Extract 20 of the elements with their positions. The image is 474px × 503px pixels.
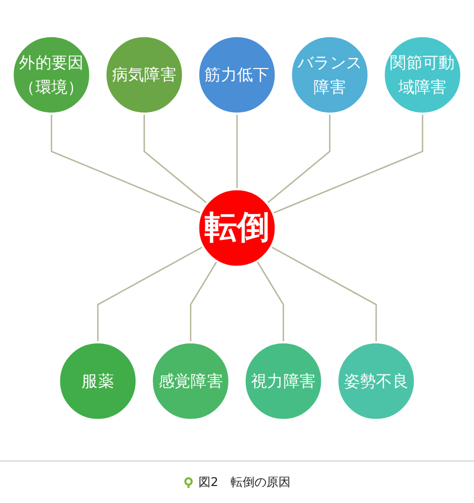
caption: 図2 転倒の原因 — [198, 474, 290, 491]
node-circle: 病気障害 — [104, 34, 184, 115]
node-circle: 筋力低下 — [197, 34, 277, 115]
connector — [272, 114, 424, 214]
connector — [97, 246, 204, 342]
node-circle: バランス障害 — [290, 34, 370, 115]
connector — [50, 114, 202, 214]
connector — [266, 114, 330, 204]
connector — [144, 114, 208, 204]
node-circle: 視力障害 — [243, 341, 324, 422]
connector — [190, 260, 218, 342]
node-circle: 外的要因（環境） — [12, 34, 92, 115]
connector — [256, 260, 284, 342]
node-circle: 関節可動域障害 — [382, 34, 462, 115]
node-circle: 姿勢不良 — [336, 341, 416, 422]
connector — [236, 114, 238, 190]
node-circle: 転倒 — [197, 188, 277, 268]
node-circle: 感覚障害 — [150, 341, 231, 422]
node-circle: 服薬 — [58, 341, 138, 422]
connector — [270, 246, 377, 342]
